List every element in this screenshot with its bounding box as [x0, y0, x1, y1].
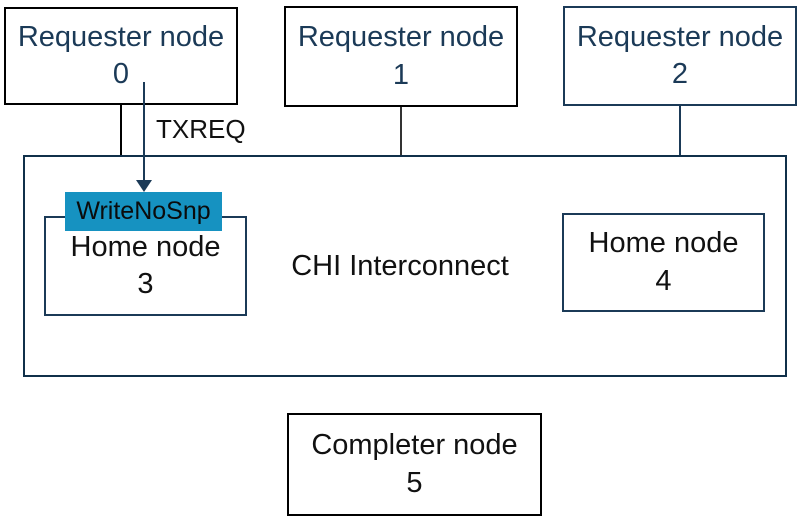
connector-requester-1	[400, 107, 402, 156]
completer-node-5-box: Completer node 5	[287, 413, 542, 516]
requester-node-0-box: Requester node 0	[4, 7, 238, 105]
writenosnp-message-badge: WriteNoSnp	[65, 192, 222, 231]
chi-interconnect-label: CHI Interconnect	[291, 250, 509, 282]
requester-node-0-id: 0	[112, 58, 130, 90]
txreq-channel-label: TXREQ	[156, 114, 246, 144]
home-node-4-box: Home node 4	[562, 213, 765, 312]
requester-node-1-label: Requester node	[297, 21, 505, 54]
home-node-4-label: Home node	[588, 227, 739, 260]
completer-node-5-label: Completer node	[311, 429, 518, 462]
requester-node-1-box: Requester node 1	[284, 6, 518, 107]
home-node-4-id: 4	[655, 264, 672, 297]
chi-interconnect-box	[23, 155, 787, 377]
home-node-3-id: 3	[137, 268, 154, 300]
connector-requester-2	[679, 105, 681, 156]
connector-requester-0	[120, 104, 122, 156]
txreq-arrow-shaft	[143, 82, 145, 181]
requester-node-2-box: Requester node 2	[563, 6, 797, 106]
requester-node-2-id: 2	[671, 58, 689, 90]
requester-node-1-id: 1	[392, 58, 410, 91]
requester-node-0-label: Requester node	[17, 20, 225, 53]
home-node-3-box: Home node 3	[44, 216, 247, 316]
completer-node-5-id: 5	[406, 466, 423, 499]
home-node-3-label: Home node	[70, 230, 221, 263]
requester-node-2-label: Requester node	[576, 20, 784, 53]
txreq-arrowhead-icon	[136, 180, 152, 192]
